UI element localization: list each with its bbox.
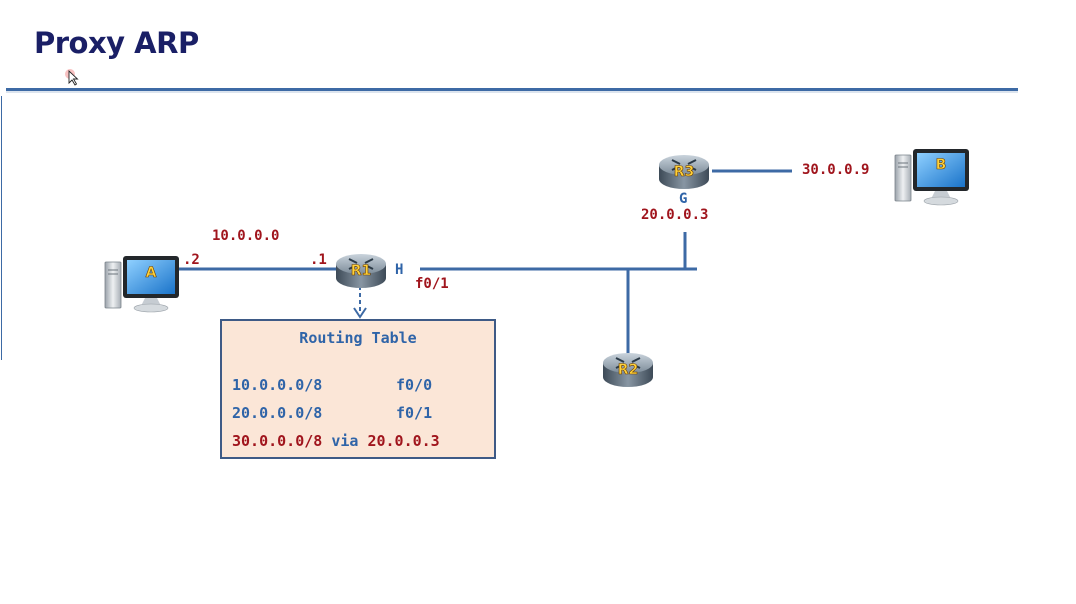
route-interface: f0/1 [396, 404, 433, 422]
route-network: 30.0.0.0/8 [232, 432, 323, 450]
route-via-keyword: via [331, 432, 359, 450]
host-a-computer-icon[interactable]: A [104, 255, 180, 313]
host-b-computer-icon[interactable]: B [894, 148, 970, 206]
router-r3-label: R3 [674, 164, 695, 180]
route-next-hop: 20.0.0.3 [367, 432, 440, 450]
router-r2-icon[interactable]: R2 [602, 352, 654, 388]
route-network: 20.0.0.0/8 [232, 404, 323, 422]
links [178, 169, 792, 354]
router-r1-address-suffix: .1 [310, 252, 327, 268]
router-r1-interface-label: f0/1 [415, 276, 449, 292]
router-r1-label: R1 [351, 263, 372, 279]
title-divider [6, 88, 1018, 93]
router-r3-address-label: 20.0.0.3 [641, 207, 709, 223]
router-r1-mac-label: H [395, 262, 404, 278]
routing-table-pointer [353, 286, 367, 319]
router-r3-icon[interactable]: R3 [658, 154, 710, 190]
network-10-label: 10.0.0.0 [212, 228, 280, 244]
routing-table-row: 30.0.0.0/8 via 20.0.0.3 [232, 432, 440, 450]
route-interface: f0/0 [396, 376, 433, 394]
slide-title: Proxy ARP [34, 26, 199, 60]
mouse-cursor [65, 69, 79, 86]
host-b-address-label: 30.0.0.9 [802, 162, 870, 178]
host-b-label: B [936, 157, 947, 173]
host-a-address-suffix: .2 [183, 252, 200, 268]
host-a-label: A [146, 265, 157, 281]
route-network: 10.0.0.0/8 [232, 376, 323, 394]
router-r1-icon[interactable]: R1 [335, 253, 387, 289]
router-r2-label: R2 [618, 362, 639, 378]
routing-table: Routing Table 10.0.0.0/8 f0/0 20.0.0.0/8 f… [220, 319, 496, 459]
router-r3-mac-label: G [679, 191, 688, 207]
routing-table-row: 10.0.0.0/8 f0/0 [232, 376, 432, 394]
routing-table-title: Routing Table [299, 329, 417, 347]
routing-table-row: 20.0.0.0/8 f0/1 [232, 404, 432, 422]
